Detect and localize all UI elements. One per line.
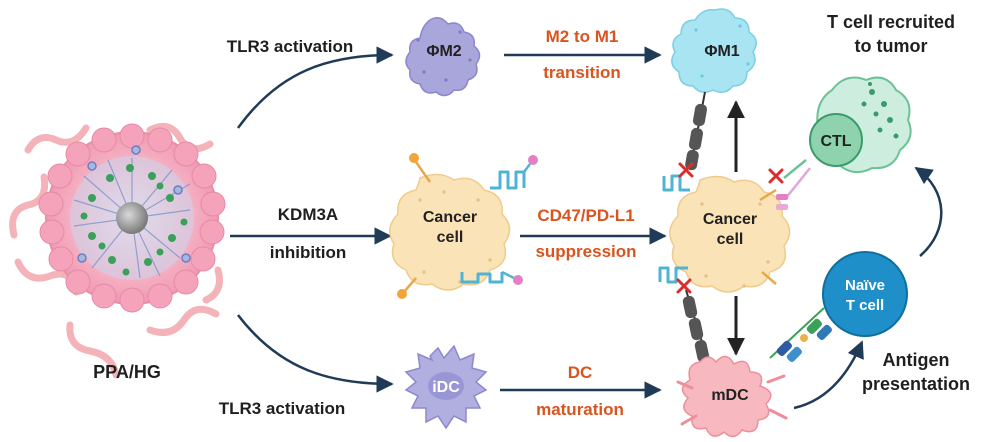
dc-label-line2: maturation bbox=[536, 400, 624, 419]
kdm3a-label-line1: KDM3A bbox=[278, 205, 338, 224]
antigen-label-line2: presentation bbox=[862, 374, 970, 394]
mdc-icon bbox=[676, 355, 788, 438]
tcell-recruit-label-line1: T cell recruited bbox=[827, 12, 955, 32]
cancer-right-label-line1: Cancer bbox=[703, 211, 757, 228]
tlr3-bottom-label: TLR3 activation bbox=[219, 399, 346, 418]
arrow-to-idc bbox=[237, 314, 394, 393]
idc-icon bbox=[404, 344, 488, 430]
m2-label: ΦM2 bbox=[426, 43, 461, 60]
naive-label-line2: T cell bbox=[846, 297, 884, 314]
tlr3-top-label: TLR3 activation bbox=[227, 37, 354, 56]
cd47-label-line1: CD47/PD-L1 bbox=[537, 206, 634, 225]
cancer-cell-left-icon bbox=[389, 153, 538, 299]
m1-label: ΦM1 bbox=[704, 43, 739, 60]
macrophage-m2-icon bbox=[405, 17, 481, 97]
antigen-label-line1: Antigen bbox=[883, 350, 950, 370]
cancer-right-label-line2: cell bbox=[717, 231, 744, 248]
cancer-cell-right-icon bbox=[658, 174, 791, 293]
nanoparticle-icon bbox=[9, 122, 226, 379]
m2-to-m1-label-line2: transition bbox=[543, 63, 620, 82]
cancer-left-label-line2: cell bbox=[437, 229, 464, 246]
cd47-label-line2: suppression bbox=[535, 242, 636, 261]
kdm3a-label-line2: inhibition bbox=[270, 243, 346, 262]
receptor-chain-upper bbox=[685, 91, 708, 171]
receptor-chain-lower bbox=[682, 289, 711, 369]
arrow-to-m2 bbox=[236, 46, 394, 129]
tcell-recruit-label-line2: to tumor bbox=[855, 36, 928, 56]
arrow-naive-to-ctl bbox=[914, 166, 943, 257]
macrophage-m1-icon bbox=[671, 8, 757, 93]
cancer-left-label-line1: Cancer bbox=[423, 209, 477, 226]
m2-to-m1-label-line1: M2 to M1 bbox=[546, 27, 619, 46]
ctl-label: CTL bbox=[820, 133, 851, 150]
naive-t-cell-icon bbox=[822, 251, 908, 337]
inhibition-cross-icon bbox=[676, 162, 784, 294]
naive-label-line1: Naïve bbox=[845, 277, 885, 294]
nanoparticle-label: PPA/HG bbox=[93, 362, 161, 382]
idc-label: iDC bbox=[432, 379, 460, 396]
dc-label-line1: DC bbox=[568, 363, 593, 382]
mdc-label: mDC bbox=[711, 387, 749, 404]
arrow-mdc-to-naive bbox=[793, 340, 864, 410]
ctl-icon bbox=[809, 76, 912, 174]
mhc-tcr-icon bbox=[769, 307, 832, 362]
